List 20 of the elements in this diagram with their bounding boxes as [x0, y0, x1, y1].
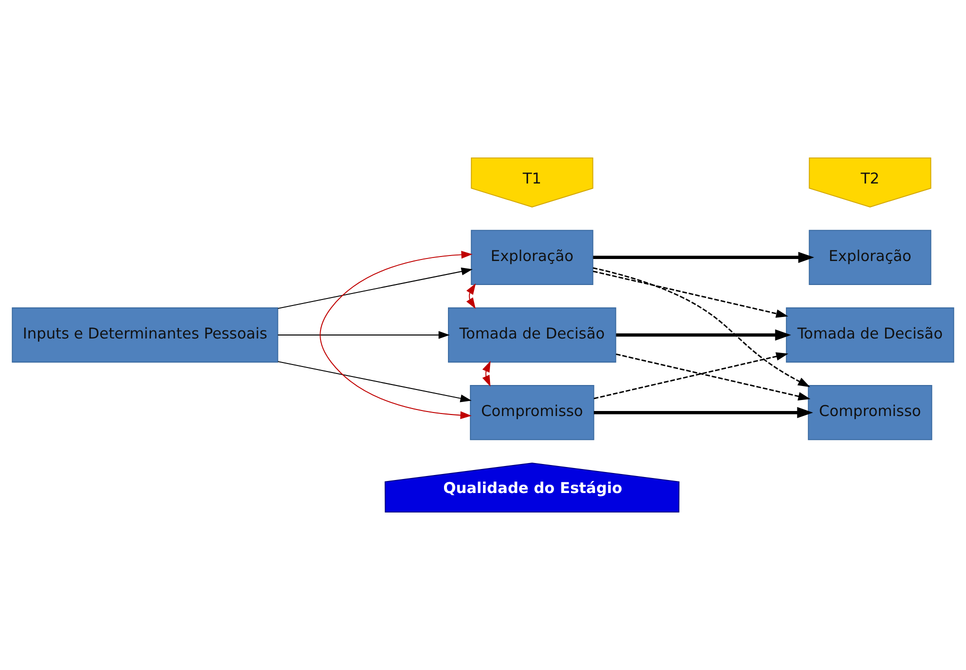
arrow	[593, 252, 814, 263]
arrow	[594, 352, 788, 400]
node-box: Inputs e Determinantes Pessoais	[12, 307, 278, 363]
node-box: Exploração	[808, 230, 932, 285]
arrow	[594, 407, 814, 418]
arrow	[278, 268, 473, 309]
arrow	[320, 250, 473, 420]
node-box: Exploração	[470, 230, 594, 285]
node-box: Compromisso	[808, 385, 932, 440]
arrow	[592, 270, 788, 318]
arrow	[616, 329, 792, 341]
arrow	[616, 354, 810, 400]
node-box: Tomada de Decisão	[448, 307, 616, 363]
arrow	[592, 267, 810, 388]
arrow	[466, 283, 476, 309]
arrow	[482, 360, 491, 387]
arrow	[278, 361, 472, 402]
arrow	[278, 331, 450, 339]
node-box: Tomada de Decisão	[786, 307, 954, 363]
node-box: Compromisso	[470, 385, 594, 440]
